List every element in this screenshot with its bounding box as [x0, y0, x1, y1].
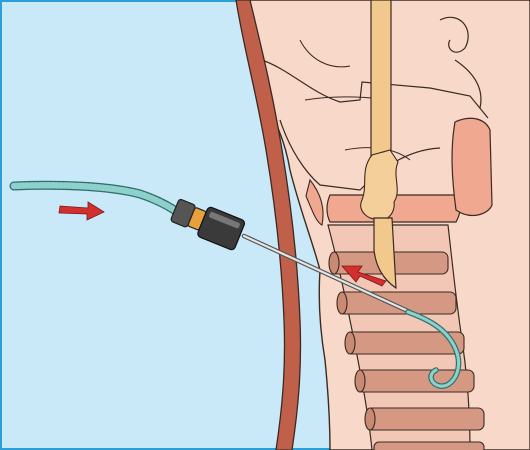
tracheal-ring: [337, 292, 456, 314]
tracheal-ring: [374, 442, 484, 450]
tube-shaft: [371, 0, 391, 160]
thyroid-lobe: [452, 118, 492, 215]
tracheal-ring: [365, 408, 484, 430]
